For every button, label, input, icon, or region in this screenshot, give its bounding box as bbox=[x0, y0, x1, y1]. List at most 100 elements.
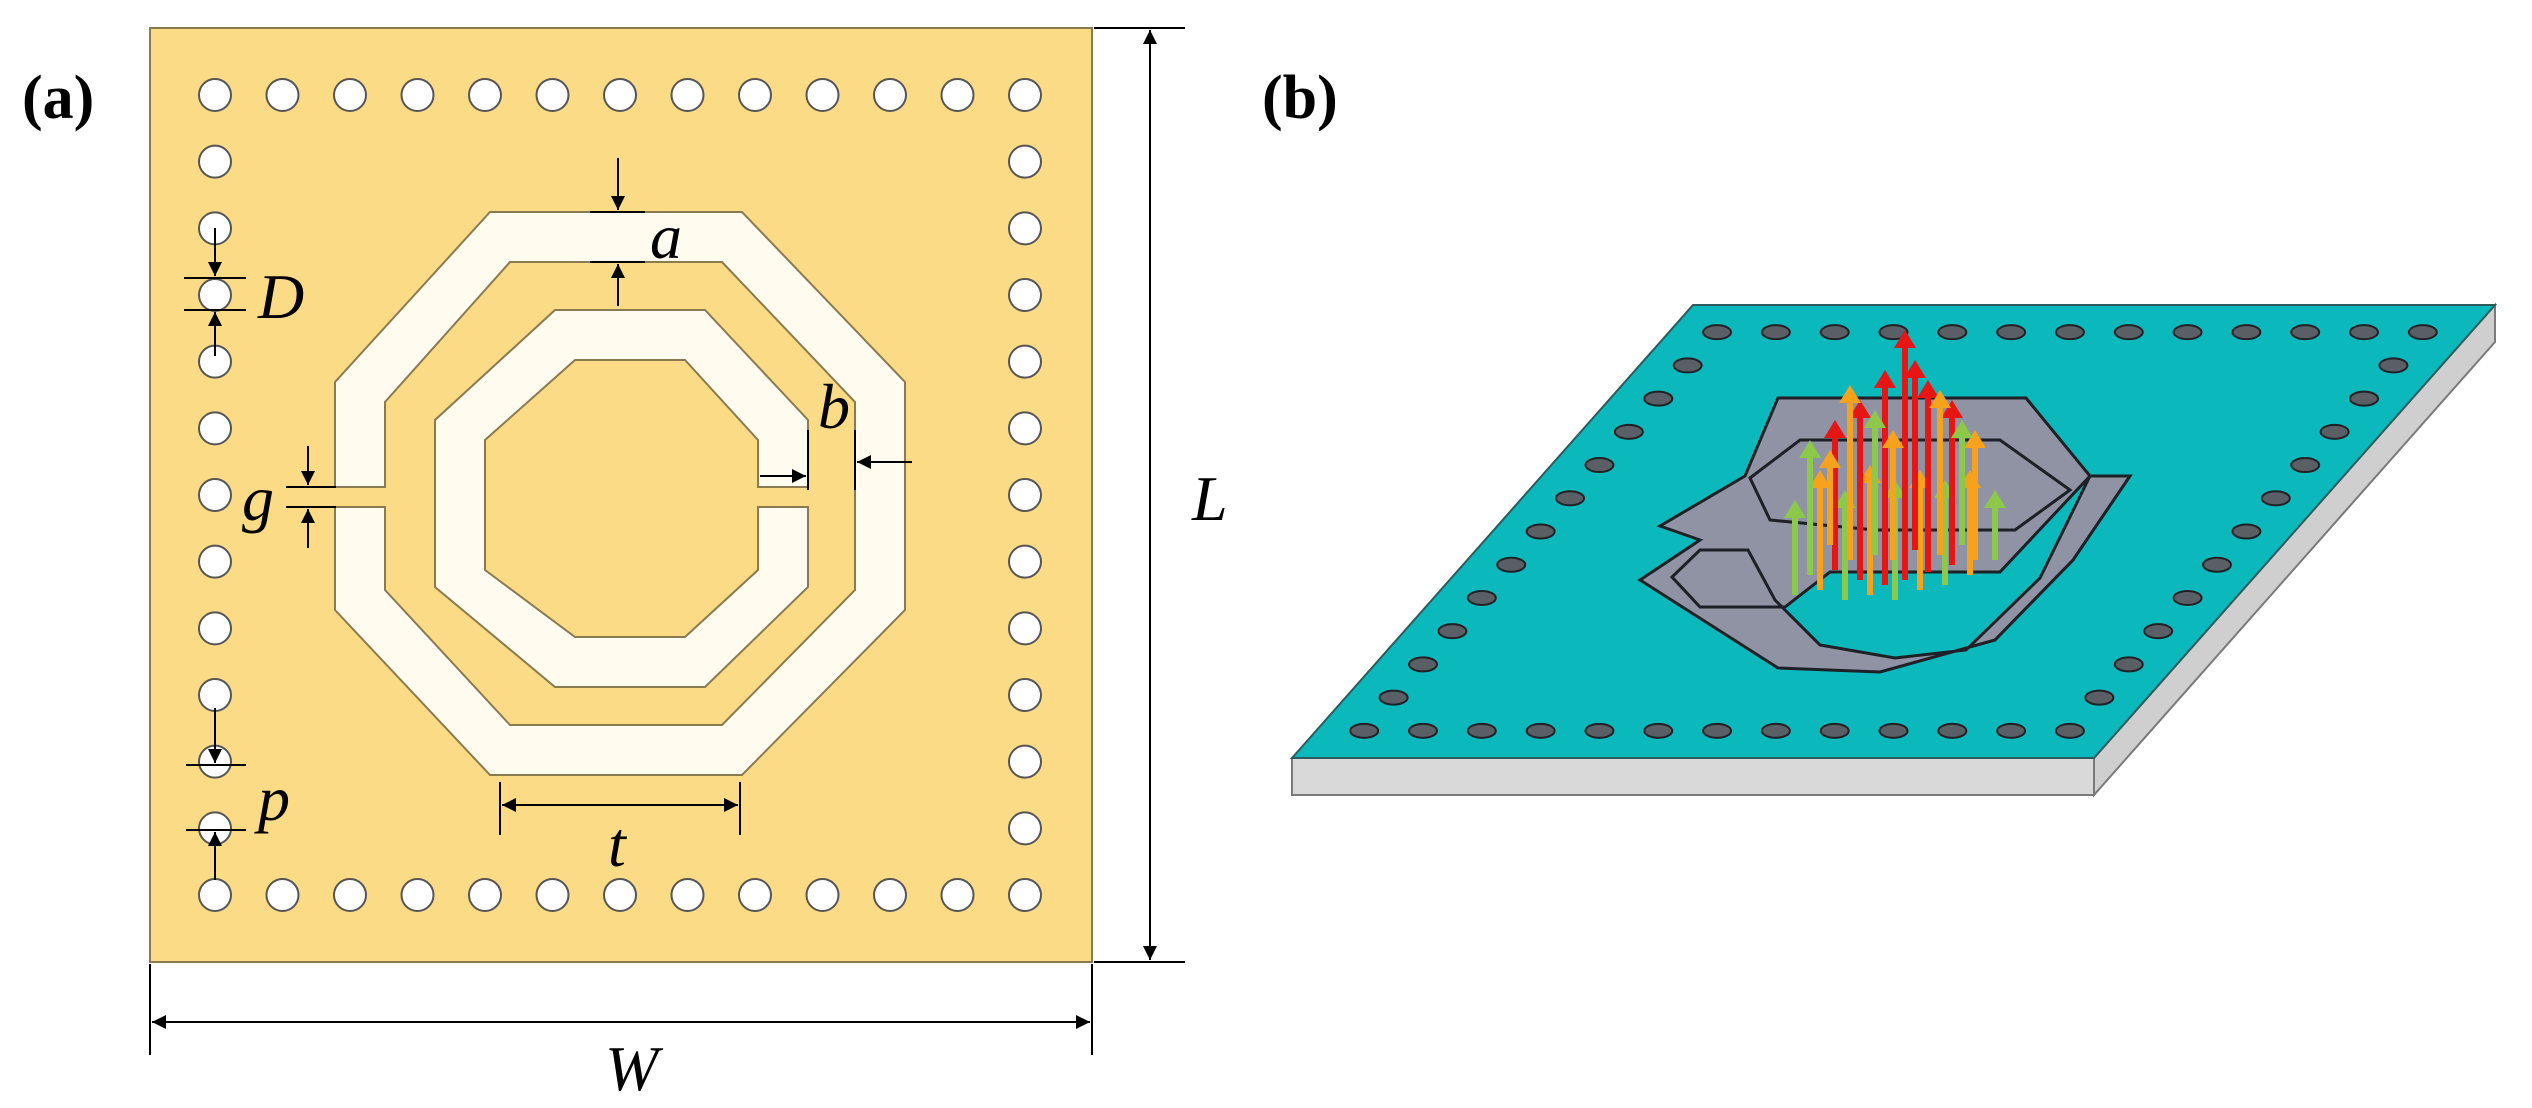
board-via-hole bbox=[1378, 689, 1409, 706]
via-hole bbox=[198, 611, 232, 646]
board-via-hole bbox=[1407, 722, 1438, 739]
field-arrow-head bbox=[1839, 385, 1861, 403]
dimension-W: W bbox=[149, 964, 1093, 1104]
via-hole bbox=[198, 411, 232, 446]
field-arrow-head bbox=[1917, 380, 1939, 398]
field-arrow-head bbox=[1941, 400, 1963, 418]
via-hole bbox=[400, 878, 435, 912]
board-via-hole bbox=[1496, 556, 1527, 573]
board-via-hole bbox=[1672, 357, 1703, 374]
via-hole bbox=[1008, 144, 1042, 179]
board-via-hole bbox=[2319, 423, 2350, 440]
board-via-hole bbox=[2113, 656, 2144, 673]
board-via-hole bbox=[1996, 722, 2027, 739]
field-arrow-head bbox=[1882, 430, 1904, 448]
via-hole bbox=[333, 78, 367, 112]
field-arrow-head bbox=[1784, 500, 1806, 518]
board-via-hole bbox=[1878, 722, 1909, 739]
via-hole bbox=[603, 78, 637, 112]
via-hole bbox=[400, 78, 435, 112]
board-via-hole bbox=[2407, 324, 2438, 341]
via-hole bbox=[1008, 478, 1042, 512]
board-via-hole bbox=[1525, 722, 1556, 739]
board-via-hole bbox=[1466, 722, 1497, 739]
board-via-hole bbox=[1525, 523, 1556, 540]
board-via-hole bbox=[2054, 324, 2085, 341]
board-via-hole bbox=[2054, 722, 2085, 739]
via-hole bbox=[1008, 744, 1042, 779]
via-hole bbox=[873, 878, 907, 912]
via-hole-array bbox=[198, 78, 1042, 912]
dimension-b: b bbox=[760, 371, 912, 490]
via-hole bbox=[198, 144, 232, 179]
board-via-hole bbox=[1878, 324, 1909, 341]
via-hole bbox=[670, 78, 705, 112]
via-hole bbox=[333, 878, 367, 912]
board-via-hole bbox=[1643, 722, 1674, 739]
via-hole bbox=[1008, 211, 1042, 246]
via-hole bbox=[198, 544, 232, 579]
via-hole bbox=[265, 878, 300, 912]
via-hole bbox=[535, 878, 570, 912]
dimension-b-label: b bbox=[818, 371, 850, 442]
board-via-hole bbox=[1466, 589, 1497, 606]
board-via-hole bbox=[2290, 457, 2321, 474]
field-arrow-head bbox=[1809, 470, 1831, 488]
board-via-hole bbox=[2113, 324, 2144, 341]
field-arrow-head bbox=[1864, 410, 1886, 428]
via-hole bbox=[940, 78, 975, 112]
via-hole bbox=[738, 878, 772, 912]
board-via-hole bbox=[2378, 357, 2409, 374]
field-arrow-head bbox=[1799, 440, 1821, 458]
board-via-hole bbox=[2349, 324, 2380, 341]
field-arrow-head bbox=[1929, 390, 1951, 408]
via-hole bbox=[805, 78, 840, 112]
board-via-hole bbox=[2231, 523, 2262, 540]
board-via-hole bbox=[1613, 423, 1644, 440]
field-arrow-head bbox=[1984, 490, 2006, 508]
board-via-hole bbox=[1407, 656, 1438, 673]
field-arrow-head bbox=[1951, 420, 1973, 438]
via-hole bbox=[738, 78, 772, 112]
board-via-hole bbox=[1584, 457, 1615, 474]
dimension-L-label: L bbox=[1191, 463, 1228, 534]
via-hole bbox=[1008, 78, 1042, 112]
field-arrow-head bbox=[1964, 430, 1986, 448]
via-hole bbox=[1008, 678, 1042, 712]
panel-b-label: (b) bbox=[1262, 64, 1338, 132]
via-hole bbox=[1008, 411, 1042, 446]
field-arrow-head bbox=[1904, 360, 1926, 378]
inner-ring bbox=[434, 309, 809, 688]
board-via-hole bbox=[2172, 589, 2203, 606]
via-hole bbox=[198, 878, 232, 912]
board-via-hole bbox=[2349, 390, 2380, 407]
panel-a: (a) a b bbox=[22, 27, 1228, 1104]
outer-ring bbox=[334, 211, 906, 776]
via-hole bbox=[468, 878, 502, 912]
dimension-D-label: D bbox=[257, 261, 304, 332]
board-via-hole bbox=[1643, 390, 1674, 407]
dimension-p-label: p bbox=[254, 763, 290, 834]
via-hole bbox=[940, 878, 975, 912]
via-hole bbox=[1008, 344, 1042, 379]
board-via-hole bbox=[2231, 324, 2262, 341]
dimension-p: p bbox=[186, 708, 290, 880]
split-ring-resonator bbox=[334, 211, 906, 776]
dimension-D: D bbox=[184, 228, 304, 356]
via-hole bbox=[1008, 878, 1042, 912]
dimension-g-label: g bbox=[242, 463, 274, 534]
panel-b: (b) bbox=[1262, 64, 2498, 798]
board-via-hole-array bbox=[1349, 324, 2438, 739]
board-via-hole bbox=[2143, 623, 2174, 640]
board-via-hole bbox=[2084, 689, 2115, 706]
via-hole bbox=[603, 878, 637, 912]
via-hole bbox=[265, 78, 300, 112]
board-via-hole bbox=[1584, 722, 1615, 739]
via-hole bbox=[1008, 811, 1042, 846]
board-via-hole bbox=[1760, 722, 1791, 739]
board-via-hole bbox=[1937, 324, 1968, 341]
board-via-hole bbox=[1702, 722, 1733, 739]
dimension-a-label: a bbox=[650, 201, 682, 272]
dimension-t: t bbox=[499, 782, 741, 880]
